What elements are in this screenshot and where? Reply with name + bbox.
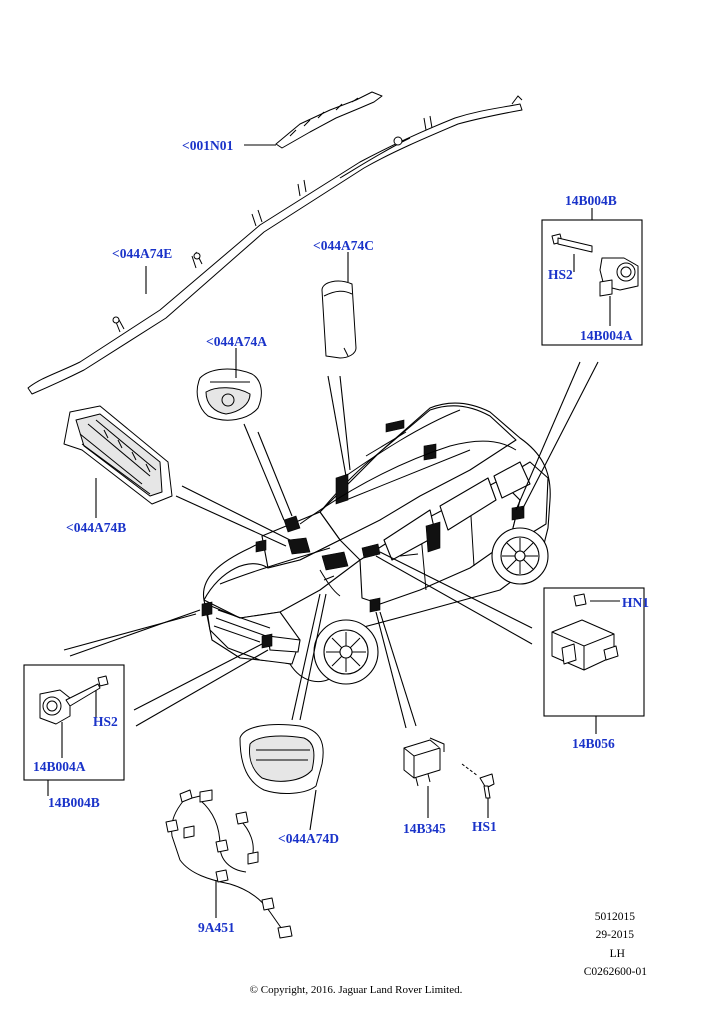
restraints-module-illustration (551, 593, 619, 671)
vehicle-illustration (201, 402, 551, 685)
callout-side-sensor: 14B345 (403, 821, 446, 836)
callout-side-sensor-screw: HS1 (472, 819, 497, 834)
callout-passenger-airbag: <044A74B (66, 520, 126, 535)
callout-wiring-harness: 9A451 (198, 920, 235, 935)
rear-sensor-illustration (551, 233, 639, 297)
drawing-code: 5012015 (595, 911, 636, 923)
callout-curtain-airbag-bracket: <001N01 (182, 138, 233, 153)
callout-rear-sensor-screw: HS2 (548, 267, 573, 282)
side-sensor-illustration (403, 737, 495, 799)
callout-restraints-module-nut: HN1 (622, 595, 649, 610)
seat-airbag-illustration (321, 280, 357, 359)
callout-driver-airbag: <044A74A (206, 334, 267, 349)
drawing-side: LH (610, 948, 625, 960)
callout-front-sensor: 14B004A (33, 759, 86, 774)
callout-rear-sensor-box: 14B004B (565, 193, 617, 208)
drawing-date: 29-2015 (596, 929, 635, 941)
copyright-notice: © Copyright, 2016. Jaguar Land Rover Lim… (250, 984, 463, 996)
callout-rear-sensor: 14B004A (580, 328, 633, 343)
callout-seat-airbag: <044A74C (313, 238, 374, 253)
front-sensor-callout-box (23, 664, 125, 781)
knee-airbag-illustration (239, 724, 324, 794)
wiring-harness-illustration (165, 789, 293, 939)
curtain-airbag-illustration (27, 95, 523, 395)
callout-knee-airbag: <044A74D (278, 831, 339, 846)
callout-restraints-module: 14B056 (572, 736, 615, 751)
callout-front-sensor-screw: HS2 (93, 714, 118, 729)
callout-front-sensor-box: 14B004B (48, 795, 100, 810)
drawing-ref: C0262600-01 (584, 966, 648, 978)
passenger-airbag-illustration (63, 405, 173, 505)
leader-lines (47, 144, 620, 918)
driver-airbag-illustration (196, 368, 262, 421)
curtain-bracket-illustration (275, 91, 383, 149)
restraints-module-callout-box (543, 587, 645, 717)
callout-curtain-airbag: <044A74E (112, 246, 172, 261)
front-sensor-illustration (39, 675, 109, 725)
